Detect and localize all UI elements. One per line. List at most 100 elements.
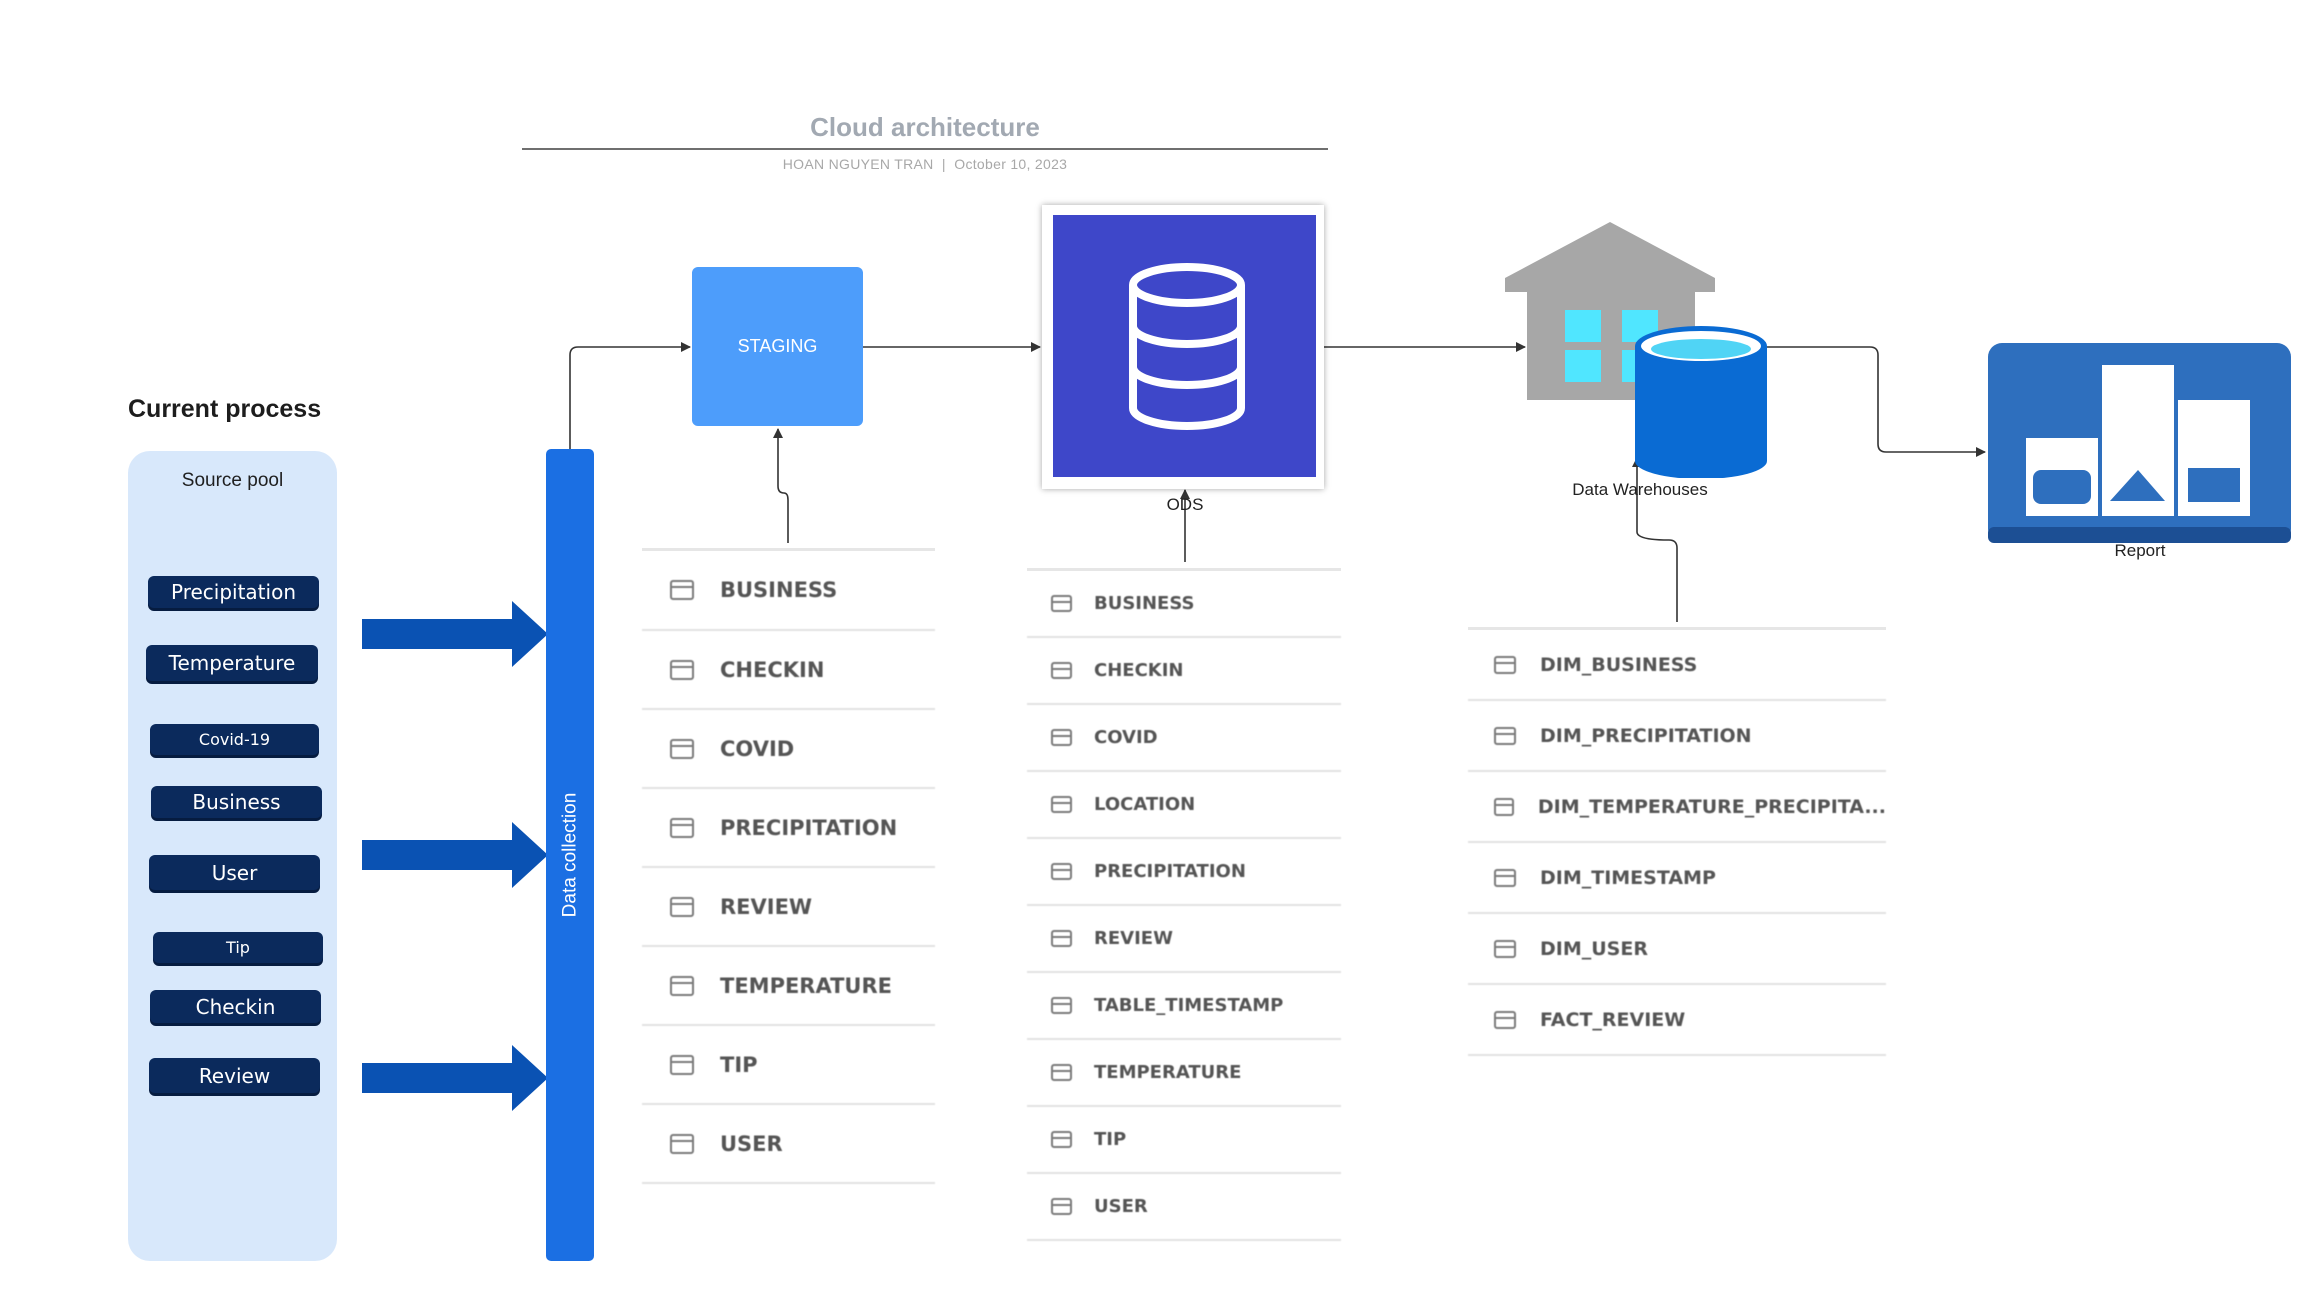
report-label: Report [2114,541,2166,560]
staging-node: STAGING [692,267,863,426]
table-icon [1494,797,1514,816]
diagram-subtitle: HOAN NGUYEN TRAN | October 10, 2023 [520,156,1330,172]
table-icon [670,580,694,600]
author-name: HOAN NGUYEN TRAN [782,156,934,172]
table-name: PRECIPITATION [1094,861,1246,882]
table-icon [670,896,694,917]
diagram-title: Cloud architecture [810,112,1040,142]
cylinder-database-icon [1635,326,1767,478]
table-icon [1051,662,1072,679]
table-icon [1494,655,1516,674]
table-icon [670,1133,694,1154]
staging-table-list: BUSINESS CHECKIN COVID PRECIPITATION REV… [642,551,935,1184]
ods-tables-top-rule [1027,568,1341,571]
table-name: TEMPERATURE [720,973,892,998]
table-name: REVIEW [720,894,813,919]
source-item-covid-19: Covid-19 [150,724,319,755]
table-row[interactable]: REVIEW [642,868,935,947]
table-icon [670,659,694,680]
table-row[interactable]: TABLE_TIMESTAMP [1027,973,1341,1040]
table-row[interactable]: USER [1027,1174,1341,1241]
table-row[interactable]: TIP [1027,1107,1341,1174]
right-arrow-icon [362,601,548,667]
table-icon [670,1054,694,1075]
source-item-tip: Tip [153,932,323,963]
table-name: COVID [1094,727,1158,748]
ods-table-list: BUSINESS CHECKIN COVID LOCATION PRECIPIT… [1027,571,1341,1241]
table-name: COVID [720,736,795,761]
table-row[interactable]: TIP [642,1026,935,1105]
table-row[interactable]: CHECKIN [1027,638,1341,705]
table-row[interactable]: TEMPERATURE [642,947,935,1026]
table-icon [1051,997,1072,1014]
collection-to-staging-line [569,342,691,449]
table-row[interactable]: LOCATION [1027,772,1341,839]
table-icon [1051,796,1072,813]
warehouse-table-list: DIM_BUSINESS DIM_PRECIPITATION DIM_TEMPE… [1468,630,1886,1056]
warehouse-icon [1505,222,1767,478]
table-name: DIM_USER [1540,937,1648,960]
table-name: FACT_REVIEW [1540,1008,1686,1031]
title-divider [522,148,1328,150]
table-name: REVIEW [1094,928,1173,949]
table-row[interactable]: FACT_REVIEW [1468,985,1886,1056]
table-name: PRECIPITATION [720,815,898,840]
table-name: DIM_BUSINESS [1540,653,1698,676]
table-row[interactable]: BUSINESS [1027,571,1341,638]
table-row[interactable]: REVIEW [1027,906,1341,973]
table-icon [1051,863,1072,880]
table-name: CHECKIN [1094,660,1184,681]
ods-node [1053,215,1316,477]
data-collection-label: Data collection [559,792,580,918]
table-row[interactable]: DIM_TEMPERATURE_PRECIPITA... [1468,772,1886,843]
table-name: TIP [1094,1129,1127,1150]
source-pool-label: Source pool [181,470,284,491]
table-icon [670,975,694,996]
warehouse-tables-top-rule [1468,627,1886,630]
table-icon [1494,1010,1516,1029]
staging-tables-top-rule [642,548,935,551]
table-name: USER [720,1131,783,1156]
source-item-review: Review [149,1058,320,1093]
table-name: TABLE_TIMESTAMP [1094,995,1284,1016]
table-row[interactable]: DIM_BUSINESS [1468,630,1886,701]
subtitle-separator: | [941,156,946,172]
table-name: BUSINESS [720,578,838,602]
table-row[interactable]: PRECIPITATION [642,789,935,868]
table-icon [1051,595,1072,612]
table-row[interactable]: DIM_TIMESTAMP [1468,843,1886,914]
table-name: LOCATION [1094,794,1196,815]
table-row[interactable]: COVID [1027,705,1341,772]
data-warehouse-label: Data Warehouses [1572,480,1708,499]
table-row[interactable]: USER [642,1105,935,1184]
table-name: CHECKIN [720,657,825,682]
source-item-temperature: Temperature [146,645,318,681]
current-process-heading: Current process [128,395,322,423]
right-arrow-icon [362,822,548,888]
table-icon [1051,1131,1072,1148]
source-item-checkin: Checkin [150,990,321,1023]
table-name: USER [1094,1196,1148,1217]
table-icon [670,738,694,759]
table-row[interactable]: DIM_PRECIPITATION [1468,701,1886,772]
warehouse-to-report-line [1765,346,1986,457]
staging-tables-to-staging-line [773,428,789,543]
table-row[interactable]: TEMPERATURE [1027,1040,1341,1107]
source-item-user: User [149,855,320,890]
table-row[interactable]: DIM_USER [1468,914,1886,985]
table-row[interactable]: CHECKIN [642,631,935,710]
table-icon [1051,930,1072,947]
database-icon [1129,263,1245,430]
table-icon [1051,729,1072,746]
table-name: TIP [720,1052,758,1077]
data-collection-bar: Data collection [546,449,594,1261]
diagram-date: October 10, 2023 [954,156,1068,172]
table-icon [1051,1198,1072,1215]
table-row[interactable]: COVID [642,710,935,789]
bar-chart-icon [1988,343,2291,543]
ods-label: ODS [1166,495,1204,514]
table-row[interactable]: PRECIPITATION [1027,839,1341,906]
table-icon [1051,1064,1072,1081]
table-row[interactable]: BUSINESS [642,551,935,631]
